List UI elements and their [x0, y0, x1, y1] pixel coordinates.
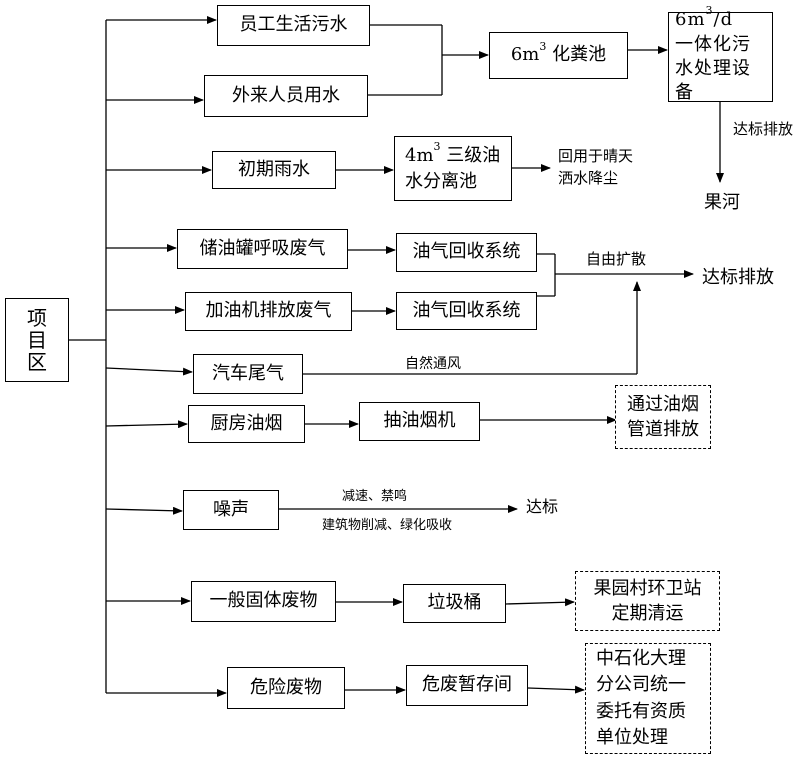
integrated-treatment-box: 6m3/d 一体化污水处理设备	[668, 4, 773, 103]
up-to-standard-text: 达标排放	[702, 267, 774, 288]
solid-waste-box: 一般固体废物	[191, 581, 336, 622]
septic-tank-box: 6m3 化粪池	[489, 32, 628, 79]
noise-lower-label: 建筑物削减、绿化吸收	[322, 518, 453, 533]
sinopec-box: 中石化大理 分公司统一 委托有资质 单位处理	[585, 643, 711, 754]
noise-box: 噪声	[183, 490, 279, 530]
vehicle-exhaust-box: 汽车尾气	[193, 354, 303, 394]
project-area-box: 项 目 区	[5, 298, 69, 382]
vapor-recovery-1-box: 油气回收系统	[396, 233, 537, 272]
kitchen-fumes-box: 厨房油烟	[188, 405, 305, 443]
noise-standard-text: 达标	[526, 497, 559, 516]
hazardous-storage-box: 危废暂存间	[406, 665, 528, 706]
vapor-recovery-2-box: 油气回收系统	[396, 292, 537, 330]
initial-rain-box: 初期雨水	[212, 151, 336, 189]
visitor-water-box: 外来人员用水	[204, 75, 368, 117]
oil-water-separator-box: 4m3 三级油水分离池	[394, 136, 512, 201]
noise-upper-label: 减速、禁鸣	[342, 489, 408, 504]
flue-discharge-box: 通过油烟 管道排放	[615, 385, 711, 449]
natural-ventilation-label: 自然通风	[405, 356, 461, 372]
discharge-standard-label: 达标排放	[733, 120, 794, 138]
reuse-text: 回用于晴天 洒水降尘	[558, 147, 634, 187]
staff-sewage-box: 员工生活污水	[217, 5, 370, 46]
free-diffusion-label: 自由扩散	[586, 250, 647, 268]
trash-bin-box: 垃圾桶	[403, 584, 506, 623]
dispenser-exhaust-box: 加油机排放废气	[185, 292, 352, 331]
guohe-river-text: 果河	[704, 192, 740, 213]
hazardous-waste-box: 危险废物	[227, 667, 345, 709]
tank-breathing-box: 储油罐呼吸废气	[177, 229, 348, 269]
sanitation-box: 果园村环卫站 定期清运	[575, 571, 720, 631]
range-hood-box: 抽油烟机	[359, 402, 480, 441]
